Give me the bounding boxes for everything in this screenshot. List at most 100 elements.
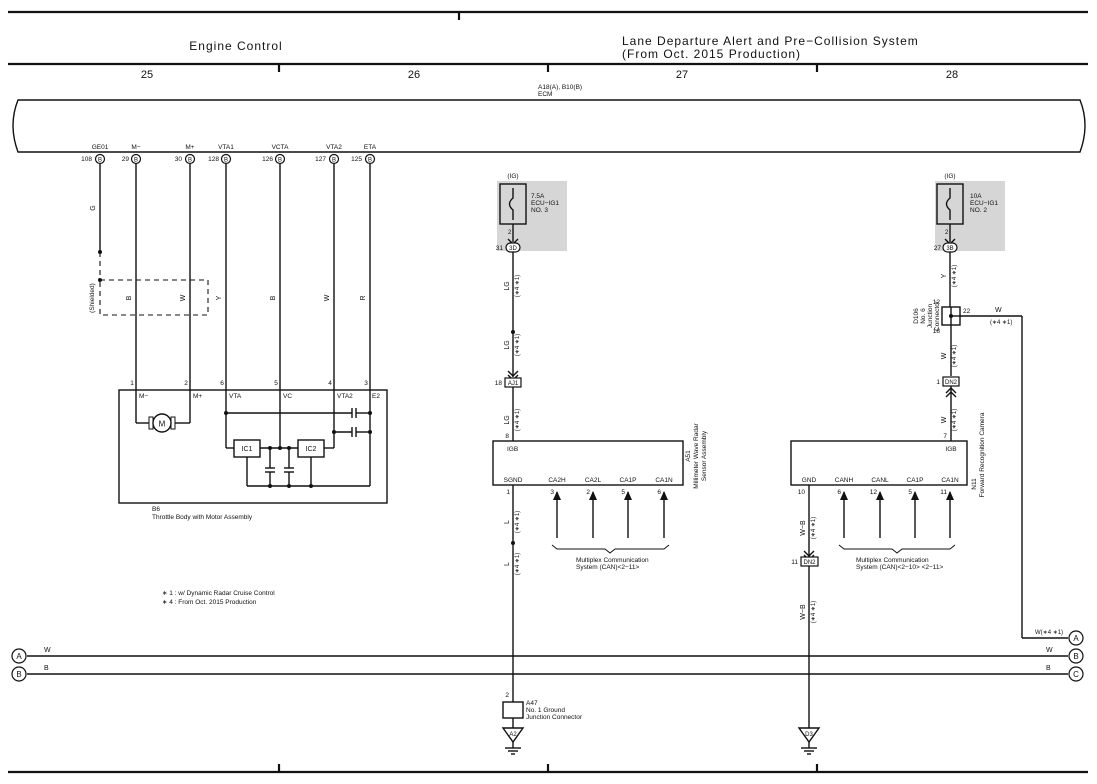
pin-name: VC: [283, 393, 292, 400]
jc-ref: D106: [913, 308, 920, 324]
motor-symbol: M: [135, 390, 191, 433]
pin-number: 3: [550, 489, 554, 496]
wire-color: B: [270, 295, 277, 300]
pin-name: CA2L: [585, 477, 602, 484]
pin-number: 1: [130, 380, 134, 387]
wire-tag: (∗4 ∗1): [811, 517, 817, 539]
pin-name: M+: [193, 393, 202, 400]
svg-text:2: 2: [508, 230, 512, 236]
wire-color: L: [504, 562, 511, 566]
radar-ref: A51: [685, 450, 692, 462]
svg-text:B: B: [332, 158, 336, 164]
throttle-wires: [98, 164, 371, 390]
wire-color: W: [941, 416, 948, 423]
pin-name: M−: [139, 393, 148, 400]
svg-text:22: 22: [963, 308, 971, 315]
wire-color: W−B: [800, 604, 807, 620]
throttle-name: Throttle Body with Motor Assembly: [152, 514, 253, 521]
svg-text:7.5A: 7.5A: [531, 193, 545, 200]
radar-can-lines: [551, 491, 670, 554]
pin-number: 11: [940, 489, 947, 496]
fuse-7-5a: 7.5A ECU−IG1 NO. 3 2: [499, 183, 559, 242]
splice-dot: [511, 541, 515, 545]
svg-text:30: 30: [175, 156, 183, 163]
wire-color: LG: [504, 281, 511, 290]
igb-label: IGB: [507, 446, 518, 453]
pin-name: SGND: [504, 477, 523, 484]
pin-name: CANL: [871, 477, 889, 484]
wire-color: W: [324, 294, 331, 301]
wire-tag: (∗4 ∗1): [952, 265, 958, 287]
svg-text:27: 27: [934, 245, 942, 252]
splice-dot: [511, 330, 515, 334]
wire-color: W−B: [800, 520, 807, 536]
svg-text:10A: 10A: [970, 193, 982, 200]
pin-name: CA1P: [907, 477, 924, 484]
pin-name: VTA: [229, 393, 242, 400]
svg-text:29: 29: [122, 156, 130, 163]
pin-name: CA1P: [620, 477, 637, 484]
wire-color: L: [504, 520, 511, 524]
pin-name: GND: [802, 477, 817, 484]
wire-tag: (∗4 ∗1): [515, 275, 521, 297]
svg-text:12: 12: [933, 299, 941, 306]
column-number: 25: [141, 69, 153, 81]
svg-text:127: 127: [315, 156, 326, 163]
svg-text:D3: D3: [805, 732, 813, 738]
note-1: ∗ 1 : w/ Dynamic Radar Cruise Control: [162, 590, 275, 597]
pin-number: 8: [505, 433, 509, 440]
wire-color: W: [180, 294, 187, 301]
svg-text:GE01: GE01: [92, 144, 109, 151]
bus-terminal-label: B: [16, 670, 21, 679]
pin-name: CA1N: [655, 477, 673, 484]
fuse-block-shade: [497, 181, 567, 251]
wire-color: Y: [216, 295, 223, 300]
pin-number: 6: [657, 489, 661, 496]
shielded-label: (Shielded): [89, 283, 96, 313]
bus-lines: [11, 630, 1084, 682]
svg-text:DN2: DN2: [803, 560, 816, 566]
camera-can-lines: [838, 491, 956, 554]
throttle-ref: B6: [152, 506, 160, 513]
svg-text:DN2: DN2: [945, 380, 958, 386]
svg-text:NO. 2: NO. 2: [970, 207, 987, 214]
ig-label: (IG): [944, 173, 955, 180]
connector-dn2-top: DN2 1: [936, 376, 960, 398]
wire-tag: (∗4 ∗1): [952, 345, 958, 367]
wire-color: W: [44, 647, 51, 654]
svg-text:VCTA: VCTA: [272, 144, 290, 151]
radar-can-label-1: Multiplex Communication: [576, 557, 649, 564]
svg-text:B: B: [224, 158, 228, 164]
ecm-name: ECM: [538, 91, 552, 98]
wire-tag: (∗4 ∗1): [515, 511, 521, 533]
column-number: 28: [946, 69, 958, 81]
radar-can-label-2: System (CAN)<2−11>: [576, 564, 639, 571]
pin-number: 6: [220, 380, 224, 387]
lda-title-line1: Lane Departure Alert and Pre−Collision S…: [622, 34, 919, 48]
svg-text:IC2: IC2: [306, 446, 317, 453]
ground-jc-name-2: Junction Connector: [526, 714, 583, 721]
pin-number: 4: [328, 380, 332, 387]
bus-terminal-label: C: [1073, 670, 1079, 679]
svg-text:B: B: [98, 158, 102, 164]
bus-terminal-label: A: [16, 652, 22, 661]
radar-name-1: Millimeter Wave Radar: [693, 422, 700, 488]
pin-name: VTA2: [337, 393, 353, 400]
lda-title-line2: (From Oct. 2015 Production): [622, 47, 801, 61]
svg-text:3B: 3B: [946, 246, 953, 252]
bus-a-tag: W(∗4 ∗1): [1035, 630, 1063, 636]
pin-name: CA1N: [941, 477, 959, 484]
fuse-block-shade: [935, 181, 1005, 251]
ground-jc-ref: A47: [526, 700, 538, 707]
note-4: ∗ 4 : From Oct. 2015 Production: [162, 599, 257, 606]
ecm-pin-vta2: VTA2 127 B: [315, 144, 342, 165]
pin-number: 2: [586, 489, 590, 496]
svg-text:ECU−IG1: ECU−IG1: [970, 200, 998, 207]
wire-color: W: [995, 307, 1002, 314]
svg-text:A2: A2: [509, 732, 517, 738]
svg-text:NO. 3: NO. 3: [531, 207, 548, 214]
jc-name-2: Junction: [927, 304, 934, 329]
svg-text:108: 108: [81, 156, 92, 163]
pin-number: 3: [364, 380, 368, 387]
camera-name: Forward Recognition Camera: [979, 412, 986, 497]
